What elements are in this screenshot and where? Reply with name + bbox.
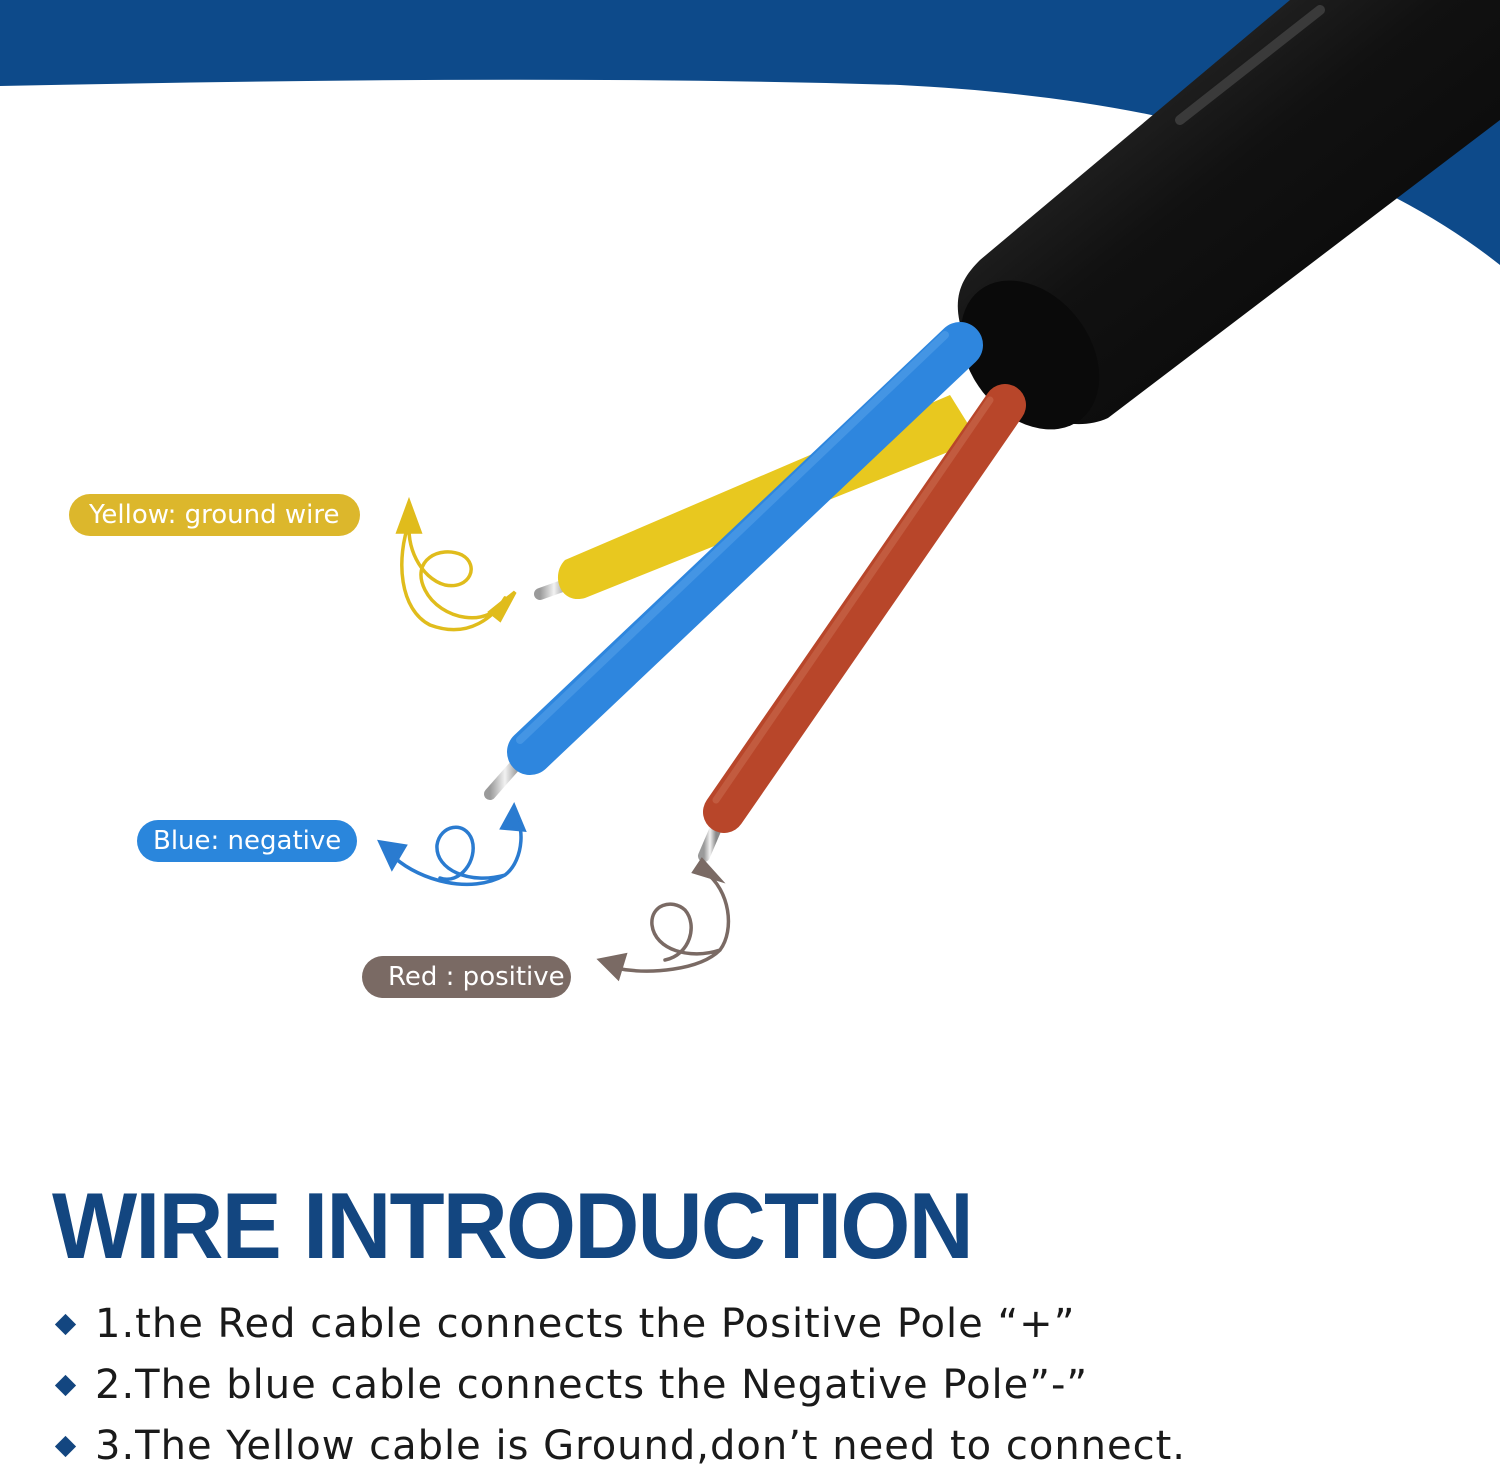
bullet-text: 1.the Red cable connects the Positive Po… — [95, 1301, 1076, 1347]
red-curly-arrow-icon — [596, 857, 731, 982]
black-cable-jacket — [957, 0, 1500, 430]
yellow-ground-wire-label: Yellow: ground wire — [69, 494, 360, 536]
diamond-bullet-icon — [54, 1435, 77, 1457]
bullet-text: 3.The Yellow cable is Ground,don’t need … — [95, 1423, 1187, 1469]
red-wire — [698, 384, 1026, 862]
blue-wire — [484, 322, 983, 800]
blue-curly-arrow-icon — [377, 801, 527, 887]
diamond-bullet-icon — [54, 1313, 77, 1335]
wire-instructions-list: 1.the Red cable connects the Positive Po… — [52, 1296, 1186, 1479]
list-item: 3.The Yellow cable is Ground,don’t need … — [52, 1418, 1186, 1479]
bullet-text: 2.The blue cable connects the Negative P… — [95, 1362, 1089, 1408]
blue-band — [0, 0, 1500, 265]
diamond-bullet-icon — [54, 1374, 77, 1396]
yellow-curly-arrow-icon — [395, 496, 517, 632]
blue-negative-label: Blue: negative — [137, 820, 358, 862]
page-title: WIRE INTRODUCTION — [52, 1173, 974, 1278]
red-positive-label: Red : positive — [362, 956, 571, 998]
list-item: 2.The blue cable connects the Negative P… — [52, 1357, 1186, 1418]
list-item: 1.the Red cable connects the Positive Po… — [52, 1296, 1186, 1357]
